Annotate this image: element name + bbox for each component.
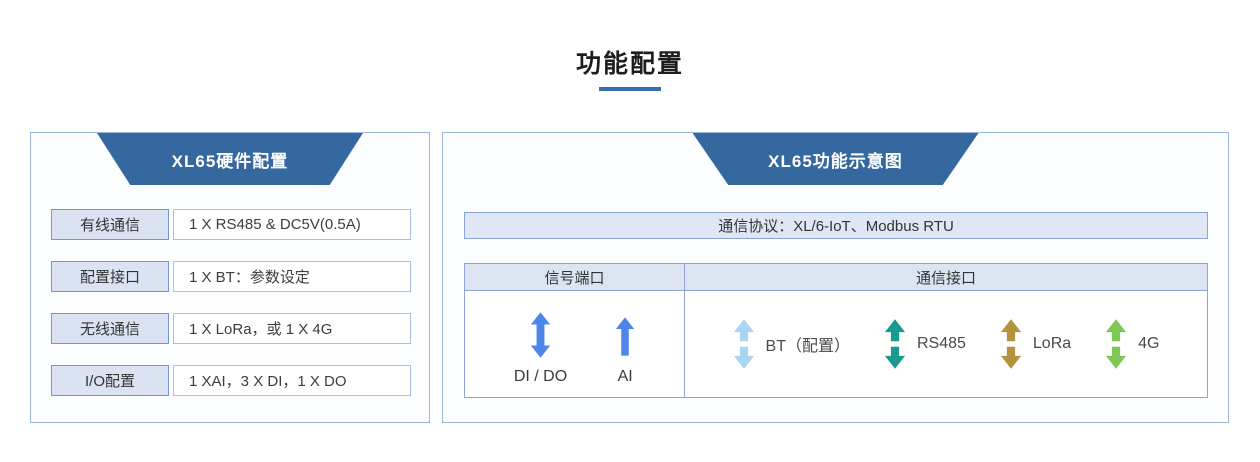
comm-interfaces-cell: BT（配置） RS485 LoRa [685, 291, 1207, 397]
interface-label: 4G [1138, 335, 1160, 352]
hardware-config-header-title: XL65硬件配置 [171, 151, 289, 171]
interface-lora: LoRa [1000, 319, 1071, 369]
diagram-table: 信号端口 通信接口 DI / DO AI [464, 263, 1208, 398]
row-label-wired-comm: 有线通信 [51, 209, 169, 240]
function-diagram-header-banner: XL65功能示意图 [692, 133, 979, 185]
interface-label: RS485 [916, 335, 966, 352]
ai-up-arrow-icon [616, 317, 635, 356]
hardware-config-rows: 有线通信 1 X RS485 & DC5V(0.5A) 配置接口 1 X BT：… [31, 133, 429, 396]
page-title: 功能配置 [575, 50, 684, 78]
row-value-io-config: 1 XAI，3 X DI，1 X DO [173, 365, 411, 396]
interface-label: BT（配置） [765, 338, 850, 355]
table-row: 配置接口 1 X BT：参数设定 [51, 261, 411, 292]
hardware-config-header-banner: XL65硬件配置 [97, 133, 363, 185]
port-di-do: DI / DO [514, 311, 567, 386]
di-do-double-arrow-icon [530, 312, 551, 358]
column-header-signal-ports: 信号端口 [465, 264, 685, 290]
title-underline [599, 87, 661, 91]
table-row: I/O配置 1 XAI，3 X DI，1 X DO [51, 365, 411, 396]
row-label-io-config: I/O配置 [51, 365, 169, 396]
column-header-comm-interfaces: 通信接口 [915, 269, 976, 287]
lora-double-arrow-icon [1000, 319, 1021, 369]
port-label: AI [617, 368, 633, 385]
function-diagram-header-title: XL65功能示意图 [768, 151, 903, 171]
bt-double-arrow-icon [733, 319, 754, 369]
row-label-wireless-comm: 无线通信 [51, 313, 169, 344]
table-row: 无线通信 1 X LoRa，或 1 X 4G [51, 313, 411, 344]
table-row: 有线通信 1 X RS485 & DC5V(0.5A) [51, 209, 411, 240]
interface-label: LoRa [1032, 335, 1072, 352]
4g-double-arrow-icon [1106, 319, 1127, 369]
hardware-config-panel: XL65硬件配置 有线通信 1 X RS485 & DC5V(0.5A) 配置接… [30, 132, 430, 423]
row-value-config-port: 1 X BT：参数设定 [173, 261, 411, 292]
port-label: DI / DO [513, 368, 568, 385]
row-value-wired-comm: 1 X RS485 & DC5V(0.5A) [173, 209, 411, 240]
protocol-bar: 通信协议：XL/6-IoT、Modbus RTU [464, 212, 1208, 239]
diagram-table-body: DI / DO AI BT（配置） [465, 291, 1207, 397]
port-ai: AI [615, 314, 635, 386]
function-diagram-panel: XL65功能示意图 通信协议：XL/6-IoT、Modbus RTU 信号端口 … [442, 132, 1229, 423]
rs485-double-arrow-icon [884, 319, 906, 369]
interface-4g: 4G [1105, 319, 1159, 369]
interface-bt: BT（配置） [733, 319, 850, 369]
diagram-table-header: 信号端口 通信接口 [465, 264, 1207, 291]
signal-ports-cell: DI / DO AI [465, 291, 685, 397]
interface-rs485: RS485 [884, 319, 966, 369]
row-label-config-port: 配置接口 [51, 261, 169, 292]
row-value-wireless-comm: 1 X LoRa，或 1 X 4G [173, 313, 411, 344]
page-header: 功能配置 [0, 0, 1260, 91]
